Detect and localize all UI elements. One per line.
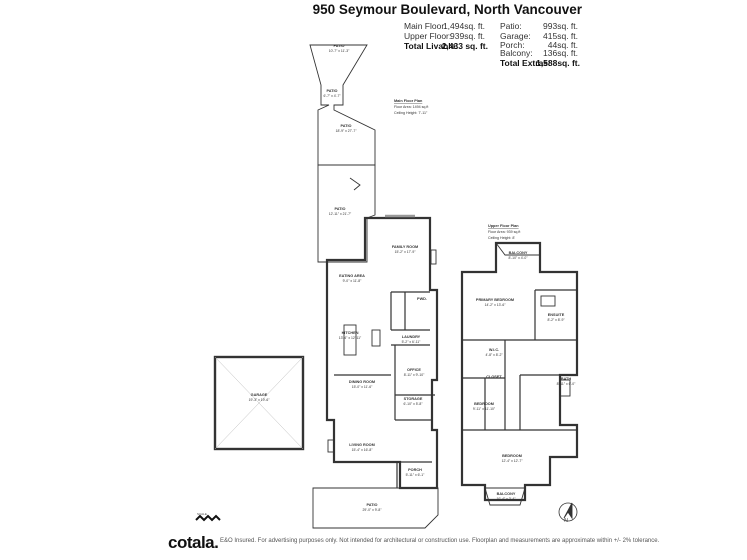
room-dim-patio-top: 10'-7" x 11'-3" [329,49,350,53]
main-floor-interior-walls [334,291,435,421]
fireplace [430,249,437,265]
room-name-living: LIVING ROOM [349,443,375,447]
room-dim-patio-bottom: 29'-0" x 9'-8" [363,508,383,512]
patio-area-label: Patio: [500,21,522,31]
page-title: 950 Seymour Boulevard, North Vancouver [312,2,582,17]
porch-walls [396,461,432,488]
room-name-garage: GARAGE [251,393,268,397]
upper-floor-walls [460,241,579,502]
room-dim-family: 15'-2" x 17'-9" [395,250,417,254]
room-dim-balcony-top: 8'-10" x 4'-0" [509,256,529,260]
garage-area-value: 415sq. ft. [543,31,578,41]
scale-bar-icon [195,514,221,522]
room-dim-living: 15'-4" x 16'-8" [352,448,374,452]
room-dim-balcony-bottom: 10'-4" x 3'-4" [497,497,517,501]
total-livable-value: 2,433 sq. ft. [441,41,488,51]
balcony-top-rail [495,242,540,256]
room-dim-primary: 14'-2" x 13'-6" [485,303,507,307]
living-fireplace [327,439,335,453]
room-name-eating: EATING AREA [339,274,365,278]
north-arrow [563,502,573,520]
room-dim-bed3: 12'-4" x 12'-7" [502,459,524,463]
total-extras-value: 1,588sq. ft. [536,58,580,68]
room-name-family: FAMILY ROOM [392,245,418,249]
room-dim-storage: 6'-10" x 5'-8" [404,402,424,406]
main-floor-area: Floor Area: 1494 sq.ft [394,105,428,109]
scale-label: SCALE [197,512,207,516]
footer: cotala. E&O Insured. For advertising pur… [160,533,720,553]
room-name-patio-3: PATIO [340,124,351,128]
room-dim-patio-2: 6'-7" x 4'-7" [323,94,341,98]
room-name-bed2: BEDROOM [474,402,494,406]
upper-floor-label: Upper Floor: [404,31,452,41]
porch-area-label: Porch: [500,40,525,50]
patio-bottom-outline [312,487,439,529]
room-dim-garage: 19'-3" x 19'-6" [249,398,271,402]
balcony-area-label: Balcony: [500,48,533,58]
room-name-patio-bottom: PATIO [366,503,377,507]
room-dim-dining: 15'-0" x 11'-6" [352,385,373,389]
room-name-patio-top: PATIO [333,44,344,48]
room-dim-kitchen: 13'-4" x 12'-11" [339,336,362,340]
upper-floor-value: 939sq. ft. [450,31,485,41]
room-dim-bed2: 9'-11" x 11'-10" [473,407,496,411]
room-name-storage: STORAGE [404,397,423,401]
room-name-laundry: LAUNDRY [402,335,421,339]
room-name-porch: PORCH [408,468,422,472]
garage-area-label: Garage: [500,31,531,41]
room-name-bed3: BEDROOM [502,454,522,458]
main-floor-value: 1,494sq. ft. [442,21,485,31]
room-name-patio-2: PATIO [326,89,337,93]
room-dim-bath: 8'-11" x 6'-0" [557,382,577,386]
cotala-logo: cotala. [168,533,219,552]
footer-disclaimer: E&O Insured. For advertising purposes on… [220,538,660,544]
ensuite-tub [540,295,556,307]
room-name-patio-4: PATIO [334,207,345,211]
room-dim-porch: 5'-11" x 6'-1" [406,473,426,477]
upper-floor-plan-title: Upper Floor Plan [488,224,519,228]
room-dim-office: 8'-11" x 9'-10" [404,373,425,377]
total-extras-label: Total Extras: [500,58,551,68]
kitchen-island [371,329,381,347]
room-name-wic: W.I.C. [489,348,499,352]
room-name-closet: CLOSET [486,375,502,379]
upper-interior-walls [462,289,577,431]
main-floor-walls [325,216,439,490]
room-dim-laundry: 5'-2" x 6'-11" [402,340,422,344]
balcony-bottom-outline [484,487,526,506]
porch-area-value: 44sq. ft. [547,40,578,50]
balcony-area-value: 136sq. ft. [543,48,578,58]
garage-walls [213,355,305,451]
north-label: N [564,518,568,524]
main-floor-ceiling: Ceiling Height: 7'-11" [394,111,428,115]
patio-area-value: 993sq. ft. [543,21,578,31]
main-floor-plan-title: Main Floor Plan [394,99,423,103]
main-floor-label: Main Floor: [404,21,447,31]
room-name-dining: DINING ROOM [349,380,375,384]
bath-tub [559,379,571,397]
room-name-office: OFFICE [407,368,421,372]
kitchen-counter [343,324,357,356]
room-dim-eating: 9'-0" x 11'-8" [343,279,363,283]
garage-cross [214,356,304,450]
room-name-bath: BATH [561,377,572,381]
room-name-balcony-top: BALCONY [509,251,528,255]
patio-jog [349,177,361,191]
room-name-ensuite: ENSUITE [548,313,565,317]
north-arrow-circle [558,502,578,522]
room-name-balcony-bottom: BALCONY [497,492,516,496]
room-dim-ensuite: 8'-2" x 8'-9" [547,318,565,322]
room-dim-patio-4: 12'-11" x 21'-7" [329,212,352,216]
upper-floor-ceiling: Ceiling Height: 8' [488,236,515,240]
room-name-primary: PRIMARY BEDROOM [476,298,514,302]
room-name-kitchen: KITCHEN [342,331,359,335]
upper-floor-area: Floor Area: 939 sq.ft [488,230,520,234]
room-dim-patio-3: 18'-9" x 27'-7" [336,129,358,133]
room-dim-wic: 4'-8" x 8'-2" [485,353,503,357]
room-name-pwd: PWD. [417,297,427,301]
patio-outline-top [309,44,376,166]
total-livable-label: Total Livable: [404,41,459,51]
